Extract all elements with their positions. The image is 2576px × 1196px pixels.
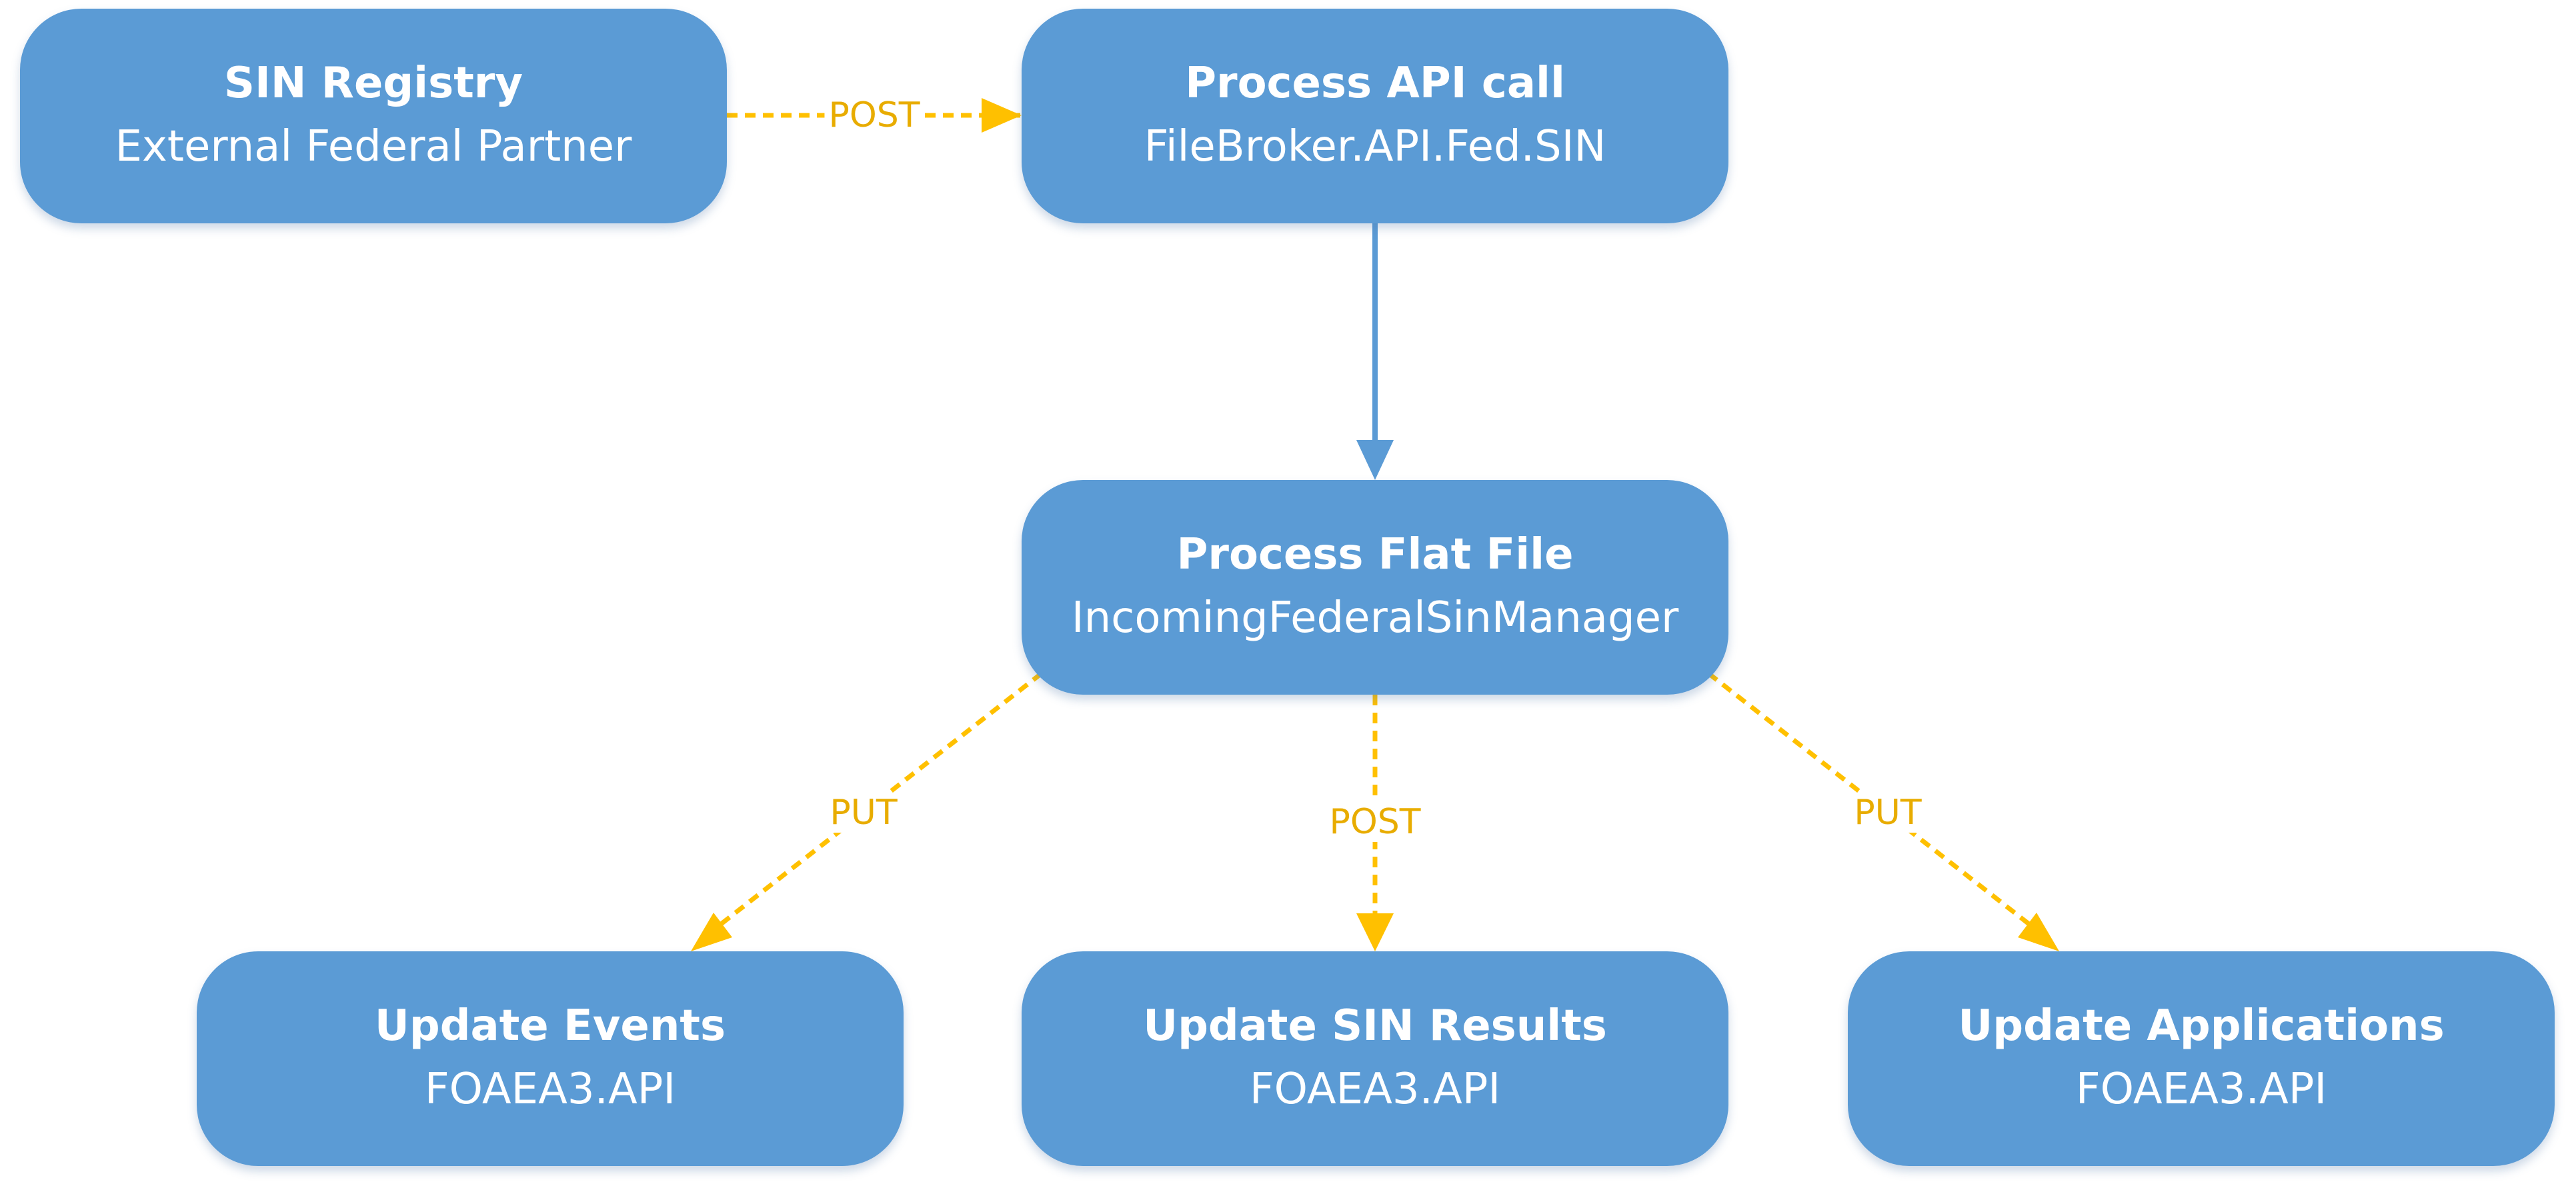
node-title: Process API call xyxy=(1185,59,1565,108)
edge-label-put: PUT xyxy=(1850,793,1926,833)
node-title: Process Flat File xyxy=(1176,530,1574,579)
edge-label-post: POST xyxy=(1325,802,1425,842)
node-subtitle: External Federal Partner xyxy=(115,122,632,171)
node-title: SIN Registry xyxy=(223,59,523,108)
node-subtitle: FOAEA3.API xyxy=(424,1065,676,1114)
node-subtitle: FileBroker.API.Fed.SIN xyxy=(1144,122,1606,171)
node-update-sin-results: Update SIN Results FOAEA3.API xyxy=(1022,951,1728,1166)
node-subtitle: FOAEA3.API xyxy=(1249,1065,1501,1114)
arrowhead-registry-to-api xyxy=(982,98,1022,133)
node-update-applications: Update Applications FOAEA3.API xyxy=(1848,951,2555,1166)
arrowhead-flat-to-events xyxy=(691,913,732,951)
node-process-flat-file: Process Flat File IncomingFederalSinMana… xyxy=(1022,480,1728,695)
edge-label-put: PUT xyxy=(826,793,902,833)
node-subtitle: FOAEA3.API xyxy=(2075,1065,2327,1114)
node-title: Update Applications xyxy=(1958,1001,2445,1051)
node-update-events: Update Events FOAEA3.API xyxy=(197,951,904,1166)
node-title: Update SIN Results xyxy=(1143,1001,1607,1051)
node-sin-registry: SIN Registry External Federal Partner xyxy=(20,9,727,223)
arrowhead-flat-to-sin-results xyxy=(1356,913,1394,951)
arrowhead-api-to-flat xyxy=(1356,440,1394,480)
edge-label-post: POST xyxy=(824,95,924,135)
node-process-api-call: Process API call FileBroker.API.Fed.SIN xyxy=(1022,9,1728,223)
node-title: Update Events xyxy=(374,1001,726,1051)
node-subtitle: IncomingFederalSinManager xyxy=(1071,593,1679,643)
arrowhead-flat-to-applications xyxy=(2018,913,2059,951)
